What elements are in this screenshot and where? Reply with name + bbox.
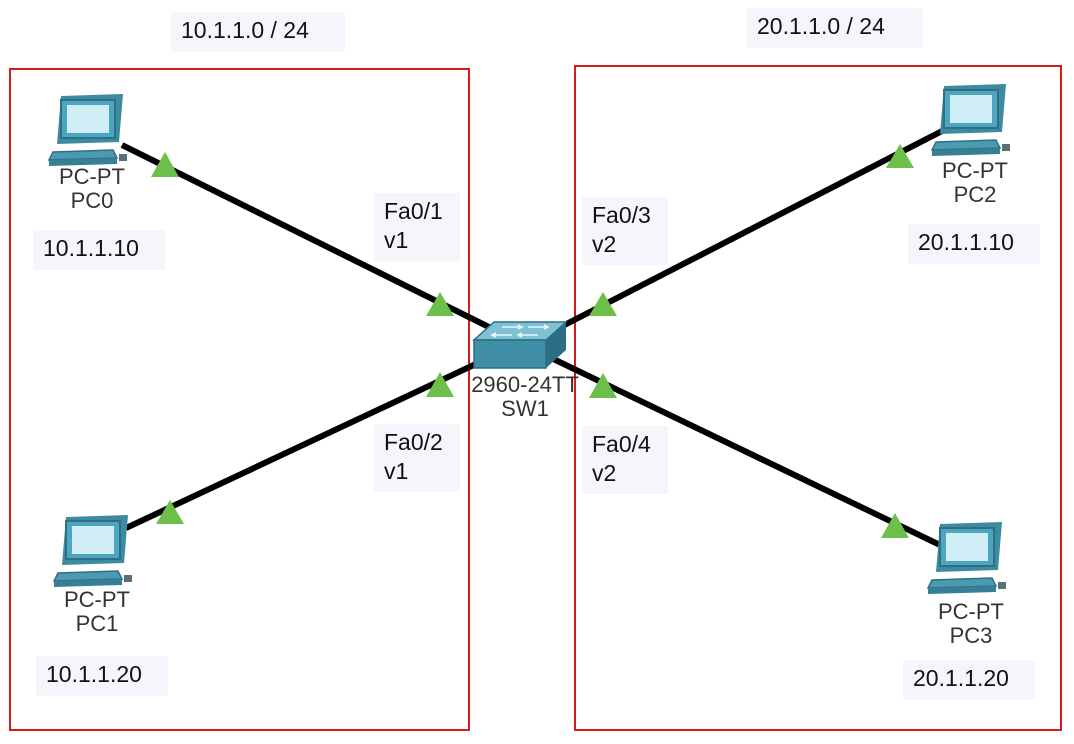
subnet-zone-left: [9, 68, 470, 731]
pc1-ip: 10.1.1.20: [46, 661, 142, 687]
link-status-fa0-3: [589, 292, 617, 316]
port-interface: Fa0/3: [592, 202, 651, 228]
subnet-label-right: 20.1.1.0 / 24: [747, 8, 923, 48]
pc0-ip: 10.1.1.10: [43, 235, 139, 261]
device-label-pc1: PC-PT PC1: [22, 588, 172, 636]
port-interface: Fa0/4: [592, 431, 651, 457]
pc3-model: PC-PT: [938, 599, 1004, 624]
port-note-fa0-4: Fa0/4 v2: [582, 426, 668, 494]
device-label-sw1: 2960-24TT SW1: [450, 373, 600, 421]
port-vlan: v2: [592, 231, 617, 257]
pc1-computer-icon[interactable]: [50, 513, 132, 591]
device-label-pc3: PC-PT PC3: [896, 600, 1046, 648]
sw1-model: 2960-24TT: [471, 372, 579, 397]
port-vlan: v1: [384, 227, 409, 253]
link-status-pc2: [886, 144, 914, 168]
link-status-pc1: [156, 500, 184, 524]
port-note-fa0-2: Fa0/2 v1: [374, 424, 460, 492]
link-status-pc3: [881, 513, 909, 538]
pc3-computer-icon[interactable]: [924, 520, 1006, 598]
pc1-name: PC1: [75, 611, 119, 636]
device-label-pc0: PC-PT PC0: [17, 165, 167, 213]
ip-note-pc0: 10.1.1.10: [33, 230, 165, 270]
pc0-model: PC-PT: [59, 164, 125, 189]
subnet-network-left: 10.1.1.0 / 24: [181, 17, 309, 43]
pc2-name: PC2: [953, 182, 997, 207]
link-status-fa0-1: [426, 292, 454, 316]
sw1-switch-icon[interactable]: [472, 318, 568, 374]
pc3-name: PC3: [949, 623, 993, 648]
link-status-pc0: [151, 152, 179, 177]
subnet-network-right: 20.1.1.0 / 24: [757, 13, 885, 39]
port-note-fa0-3: Fa0/3 v2: [582, 197, 668, 265]
port-note-fa0-1: Fa0/1 v1: [374, 193, 460, 261]
link-pc3-sw1[interactable]: [543, 352, 942, 548]
pc3-ip: 20.1.1.20: [913, 665, 1009, 691]
pc2-model: PC-PT: [942, 158, 1008, 183]
port-interface: Fa0/2: [384, 429, 443, 455]
port-vlan: v1: [384, 458, 409, 484]
device-label-pc2: PC-PT PC2: [900, 159, 1050, 207]
subnet-label-left: 10.1.1.0 / 24: [171, 12, 345, 52]
pc0-name: PC0: [70, 188, 114, 213]
link-status-fa0-4: [589, 373, 617, 398]
sw1-name: SW1: [501, 396, 549, 421]
ip-note-pc3: 20.1.1.20: [903, 660, 1035, 700]
port-interface: Fa0/1: [384, 198, 443, 224]
link-pc0-sw1[interactable]: [120, 142, 517, 343]
ip-note-pc2: 20.1.1.10: [908, 224, 1040, 264]
link-pc2-sw1[interactable]: [543, 125, 950, 338]
pc2-computer-icon[interactable]: [928, 82, 1010, 160]
pc1-model: PC-PT: [64, 587, 130, 612]
pc0-computer-icon[interactable]: [45, 92, 127, 170]
ip-note-pc1: 10.1.1.20: [36, 656, 168, 696]
port-vlan: v2: [592, 460, 617, 486]
subnet-zone-right: [574, 65, 1062, 731]
pc2-ip: 20.1.1.10: [918, 229, 1014, 255]
link-status-fa0-2: [426, 372, 454, 397]
